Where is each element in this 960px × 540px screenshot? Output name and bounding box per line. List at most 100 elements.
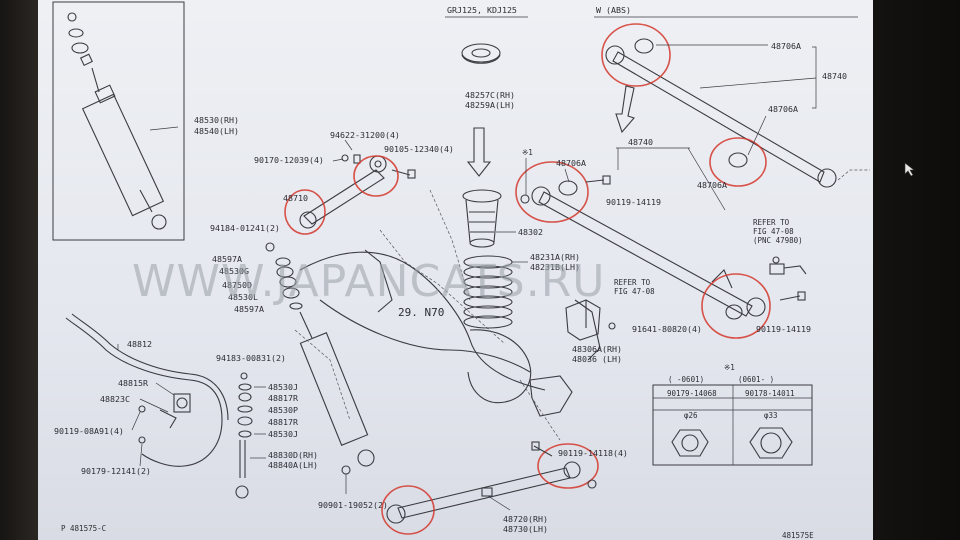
red-highlight-circle [709, 137, 767, 187]
label-48540: 48540(LH) [194, 126, 239, 136]
label-91641: 91641-80820(4) [632, 324, 702, 334]
bolt-head-icon [602, 175, 611, 185]
bolt-head-icon [797, 291, 806, 301]
stabilizer-bushing[interactable] [159, 393, 191, 429]
coil-spring-48231a[interactable] [463, 255, 513, 329]
bolt-icon [608, 322, 616, 330]
label-48740-mid: 48740 [628, 137, 653, 147]
shock-absorber-box [52, 1, 185, 241]
bolt-icon [779, 295, 801, 301]
parts-diagram-sheet [38, 0, 873, 540]
label-48720: 48720(RH) [503, 514, 548, 524]
stabilizer-link-stack[interactable] [235, 372, 253, 499]
shock-mount-stack[interactable] [265, 242, 303, 310]
header-w-abs: W (ABS) [596, 5, 631, 15]
red-highlight-circle [537, 443, 599, 489]
table-col1-header: ( -0601) [668, 375, 704, 384]
label-48706a-right: 48706A [768, 104, 798, 114]
nut-icon [520, 194, 530, 204]
red-highlight-circle [515, 161, 589, 223]
label-48036: 48036 (LH) [572, 354, 622, 364]
label-48231b: 48231B(LH) [530, 262, 580, 272]
label-48812: 48812 [127, 339, 152, 349]
label-48706a-left: 48706A [556, 158, 586, 168]
refer-note-1c: (PNC 47980) [753, 236, 803, 245]
label-48530g: 48530G [219, 266, 249, 276]
refer-note-2b: FIG 47-08 [614, 287, 655, 296]
table-note-marker: ※1 [724, 363, 735, 372]
label-90119-14119-b: 90119-14119 [756, 324, 811, 334]
label-90105: 90105-12340(4) [384, 144, 454, 154]
refer-note-1: REFER TO [753, 218, 790, 227]
label-48815r: 48815R [118, 378, 148, 388]
label-48823c: 48823C [100, 394, 130, 404]
label-48817r-2: 48817R [268, 417, 298, 427]
label-48530j: 48530J [268, 382, 298, 392]
header-grj125: GRJ125, KDJ125 [447, 5, 517, 15]
monitor-bezel-left [0, 0, 38, 540]
down-arrow-icon [466, 127, 492, 177]
label-48530p: 48530P [268, 405, 298, 415]
label-94184: 94184-01241(2) [210, 223, 280, 233]
label-48730: 48730(LH) [503, 524, 548, 534]
nut-icon [138, 436, 146, 444]
stabilizer-bar-48812[interactable] [65, 313, 229, 467]
bolt-icon [533, 445, 553, 457]
down-arrow-icon [615, 85, 635, 134]
bump-stopper-bracket-48306a[interactable] [565, 299, 601, 341]
nut-icon [587, 479, 597, 489]
label-48231a: 48231A(RH) [530, 252, 580, 262]
label-94622: 94622-31200(4) [330, 130, 400, 140]
label-90119-14118: 90119-14118(4) [558, 448, 628, 458]
lateral-rod-upper-48740[interactable] [605, 38, 837, 188]
abs-sensor-bracket[interactable] [769, 256, 807, 275]
label-48830d: 48830D(RH) [268, 450, 318, 460]
nut-33-icon [749, 427, 793, 459]
red-highlight-circle [353, 155, 399, 197]
note-marker: ※1 [522, 148, 533, 157]
bump-stopper-48302[interactable] [462, 189, 502, 248]
label-48306a: 48306A(RH) [572, 344, 622, 354]
label-90179: 90179-12141(2) [81, 466, 151, 476]
label-48710: 48710 [283, 193, 308, 203]
nut-icon [341, 154, 349, 162]
bolt-head-icon [531, 441, 540, 451]
nut-26-icon [671, 429, 709, 457]
corner-code-left: P 481575-C [61, 524, 106, 533]
bolt-icon [391, 169, 411, 176]
label-48530j-2: 48530J [268, 429, 298, 439]
label-48740-right: 48740 [822, 71, 847, 81]
corner-code-right: 481575E [782, 531, 814, 540]
spring-upper-seat-48257c[interactable] [461, 43, 501, 64]
label-90170: 90170-12039(4) [254, 155, 324, 165]
bolt-icon [341, 465, 351, 475]
refer-note-1b: FIG 47-08 [753, 227, 794, 236]
label-48597a-2: 48597A [234, 304, 264, 314]
label-48817r: 48817R [268, 393, 298, 403]
lower-control-arm-48720[interactable] [386, 461, 581, 524]
red-highlight-circle [381, 485, 435, 535]
nut-variant-table [652, 384, 813, 466]
shock-absorber-upper-part[interactable] [67, 12, 167, 230]
refer-note-2: REFER TO [614, 278, 651, 287]
label-48530l: 48530L [228, 292, 258, 302]
mouse-pointer-icon [904, 162, 915, 177]
bolt-icon [138, 405, 146, 413]
red-highlight-circle [701, 273, 771, 339]
watermark: WWW.JAPANCATS.RU [132, 256, 605, 307]
bolt-icon [585, 179, 605, 183]
label-48259a: 48259A(LH) [465, 100, 515, 110]
label-94183: 94183-00831(2) [216, 353, 286, 363]
lateral-rod-lower-48740[interactable] [531, 180, 766, 320]
label-48302: 48302 [518, 227, 543, 237]
label-48257c: 48257C(RH) [465, 90, 515, 100]
label-axle: 29. N70 [398, 306, 444, 319]
table-col1-part: 90179-14068 [667, 389, 717, 398]
label-90901: 90901-19052(2) [318, 500, 388, 510]
rear-shock-absorber[interactable] [299, 311, 375, 467]
label-48530: 48530(RH) [194, 115, 239, 125]
table-col2-part: 90178-14011 [745, 389, 795, 398]
label-48840a: 48840A(LH) [268, 460, 318, 470]
